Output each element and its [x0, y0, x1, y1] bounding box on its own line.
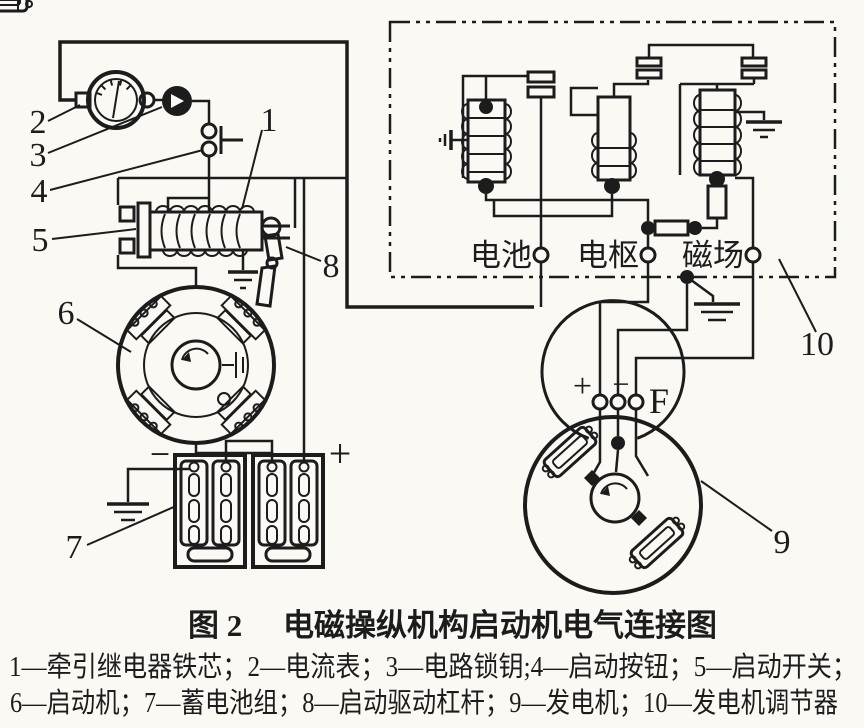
gen-armature — [589, 472, 641, 524]
ammeter — [74, 70, 156, 130]
border-ground-junction — [616, 270, 740, 395]
callout-8: 8 — [323, 248, 340, 285]
callout-6: 6 — [58, 295, 75, 332]
battery-minus-label: − — [150, 434, 170, 474]
wire-relay2-link — [492, 194, 614, 218]
callout-7: 7 — [66, 529, 83, 566]
caption-title: 电磁操纵机构启动机电气连接图 — [283, 608, 717, 643]
terminal-label-armature: 电枢 — [577, 238, 639, 273]
wire-key-to-button — [192, 99, 211, 124]
battery-ground — [107, 467, 190, 522]
circuit-lock-key — [162, 86, 192, 116]
starter-switch — [118, 201, 152, 259]
contact-stack-a — [526, 70, 556, 84]
wire-field-to-gen — [634, 262, 755, 395]
traction-relay — [116, 176, 347, 290]
regulator-box — [388, 20, 837, 279]
battery-plus-label: + — [329, 431, 352, 476]
gen-brush-lower — [631, 510, 647, 526]
gen-terminal-f — [627, 393, 645, 411]
battery-pack — [173, 439, 325, 569]
regulator-relay-3 — [678, 78, 782, 230]
callout-lines — [47, 104, 817, 546]
gen-terminal-plus — [591, 393, 609, 411]
contact-stacks-top — [635, 43, 768, 80]
callout-9: 9 — [774, 524, 791, 561]
battery-cells — [179, 459, 319, 563]
relay-coil — [148, 205, 264, 257]
callout-3: 3 — [30, 137, 47, 174]
starter-button — [200, 122, 243, 158]
wire-main-loop — [58, 40, 534, 309]
relay-ground — [228, 250, 258, 290]
drive-lever — [255, 216, 284, 308]
regulator-relay-2 — [569, 80, 650, 194]
gen-f-label: F — [649, 381, 669, 421]
callout-10: 10 — [800, 326, 834, 363]
generator — [0, 0, 703, 595]
wire-field-column — [735, 176, 755, 248]
terminal-field — [744, 246, 762, 264]
callout-4: 4 — [31, 173, 48, 210]
legend-line-1: 1—牵引继电器铁芯；2—电流表；3—电路锁钥;4—启动按钮；5—启动开关； — [9, 651, 857, 683]
terminal-armature — [639, 246, 657, 264]
gen-plus-label: + — [573, 368, 592, 405]
terminal-label-field: 磁场 — [682, 238, 744, 273]
legend-line-2: 6—启动机；7—蓄电池组；8—启动驱动杠杆；9—发电机；10—发电机调节器 — [10, 687, 838, 719]
callout-5: 5 — [32, 222, 49, 259]
callout-2: 2 — [30, 104, 47, 141]
motor-armature — [170, 339, 222, 391]
terminal-label-battery: 电池 — [470, 238, 532, 273]
caption-figure-number: 图 2 — [188, 608, 242, 643]
ammeter-left-terminal — [74, 91, 92, 109]
battery-series-link — [224, 439, 274, 462]
wire-bottom-bus — [484, 194, 650, 221]
terminal-battery — [532, 246, 550, 264]
resistor-vertical — [706, 184, 728, 220]
callout-1: 1 — [261, 102, 278, 139]
gen-brush-upper — [584, 470, 600, 486]
gen-minus-label: − — [613, 368, 630, 401]
resistor-horizontal — [641, 219, 702, 237]
regulator-relay-1 — [438, 70, 556, 194]
